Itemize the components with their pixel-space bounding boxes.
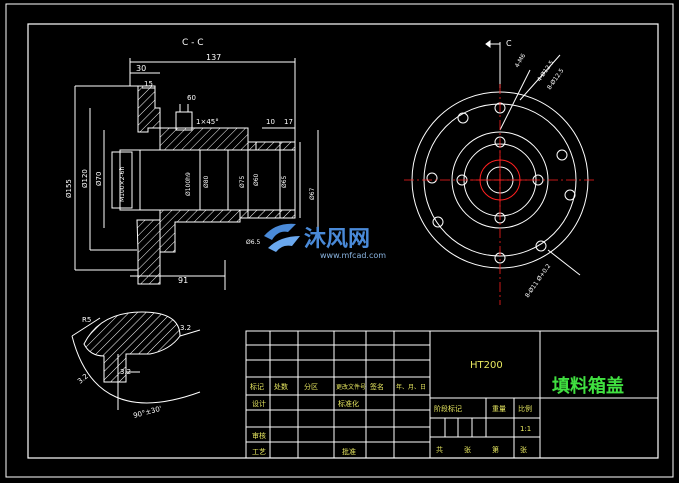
tb-approve: 批准 <box>342 447 356 456</box>
tb-sign: 签名 <box>370 382 384 391</box>
outer-border <box>5 3 674 478</box>
watermark-url: www.mfcad.com <box>320 251 386 260</box>
bottom-hole-label: 8-Ø11 Ø+0.2 <box>524 263 553 300</box>
tb-review: 审核 <box>252 431 266 440</box>
dim-60: 60 <box>187 94 196 102</box>
dia-100h9: Ø100h9 <box>185 172 192 196</box>
tb-count: 处数 <box>274 382 288 391</box>
dim-17: 17 <box>284 118 293 126</box>
end-view-centerlines <box>404 84 596 305</box>
tb-weight: 重量 <box>492 405 506 413</box>
dia-60: Ø60 <box>253 173 260 186</box>
dia-m100: M100×2-6h <box>119 167 126 202</box>
tb-page: 第 <box>492 445 499 454</box>
tb-stage-mark: 阶段标记 <box>434 404 462 413</box>
dim-overall-length: 137 <box>206 53 221 62</box>
dim-10: 10 <box>266 118 275 126</box>
title-block <box>245 330 659 459</box>
dia-70: Ø70 <box>95 172 103 186</box>
detail-view <box>71 311 201 410</box>
dim-bottom-length: 91 <box>178 276 188 285</box>
watermark-text: 沐风网 <box>304 227 370 252</box>
hole-label-1: 4-M6 <box>514 52 528 69</box>
dim-flange-left: 30 <box>136 64 146 73</box>
view-mark-c: C <box>506 39 512 48</box>
dim-15: 15 <box>144 80 153 88</box>
dia-75: Ø75 <box>239 175 246 188</box>
detail-dim-1: 3.2 <box>180 324 191 332</box>
detail-r: R5 <box>82 316 91 324</box>
tb-scale-value: 1:1 <box>520 425 531 433</box>
tb-part-name: 填料箱盖 <box>552 375 624 397</box>
detail-dim-3: 3.2 <box>76 372 90 385</box>
tb-sheet2: 张 <box>520 445 527 454</box>
tb-process: 工艺 <box>252 448 266 456</box>
dia-120: Ø120 <box>81 169 89 188</box>
tb-zone: 分区 <box>304 382 318 391</box>
dia-67: Ø67 <box>309 187 316 200</box>
detail-dim-2: 3.2 <box>120 368 131 376</box>
tb-date: 年、月、日 <box>396 383 426 391</box>
detail-arc: 90°±30' <box>132 405 162 420</box>
watermark-logo-icon <box>264 223 300 252</box>
dia-6-5: Ø6.5 <box>246 239 260 246</box>
tb-total: 共 <box>436 445 443 454</box>
tb-change-doc: 更改文件号 <box>336 383 366 391</box>
section-label: C - C <box>182 38 204 48</box>
watermark: 沐风网 www.mfcad.com <box>264 223 386 260</box>
section-view <box>74 58 319 290</box>
dim-1x45: 1×45° <box>196 118 219 126</box>
tb-material: HT200 <box>470 360 503 371</box>
tb-sheets: 张 <box>464 445 471 454</box>
dia-80: Ø80 <box>203 175 210 188</box>
dia-65: Ø65 <box>281 175 288 188</box>
tb-mark: 标记 <box>250 382 264 391</box>
tb-standardize: 标准化 <box>338 399 359 408</box>
tb-design: 设计 <box>252 399 266 408</box>
dia-outer: Ø155 <box>65 179 73 198</box>
tb-scale: 比例 <box>518 404 532 413</box>
